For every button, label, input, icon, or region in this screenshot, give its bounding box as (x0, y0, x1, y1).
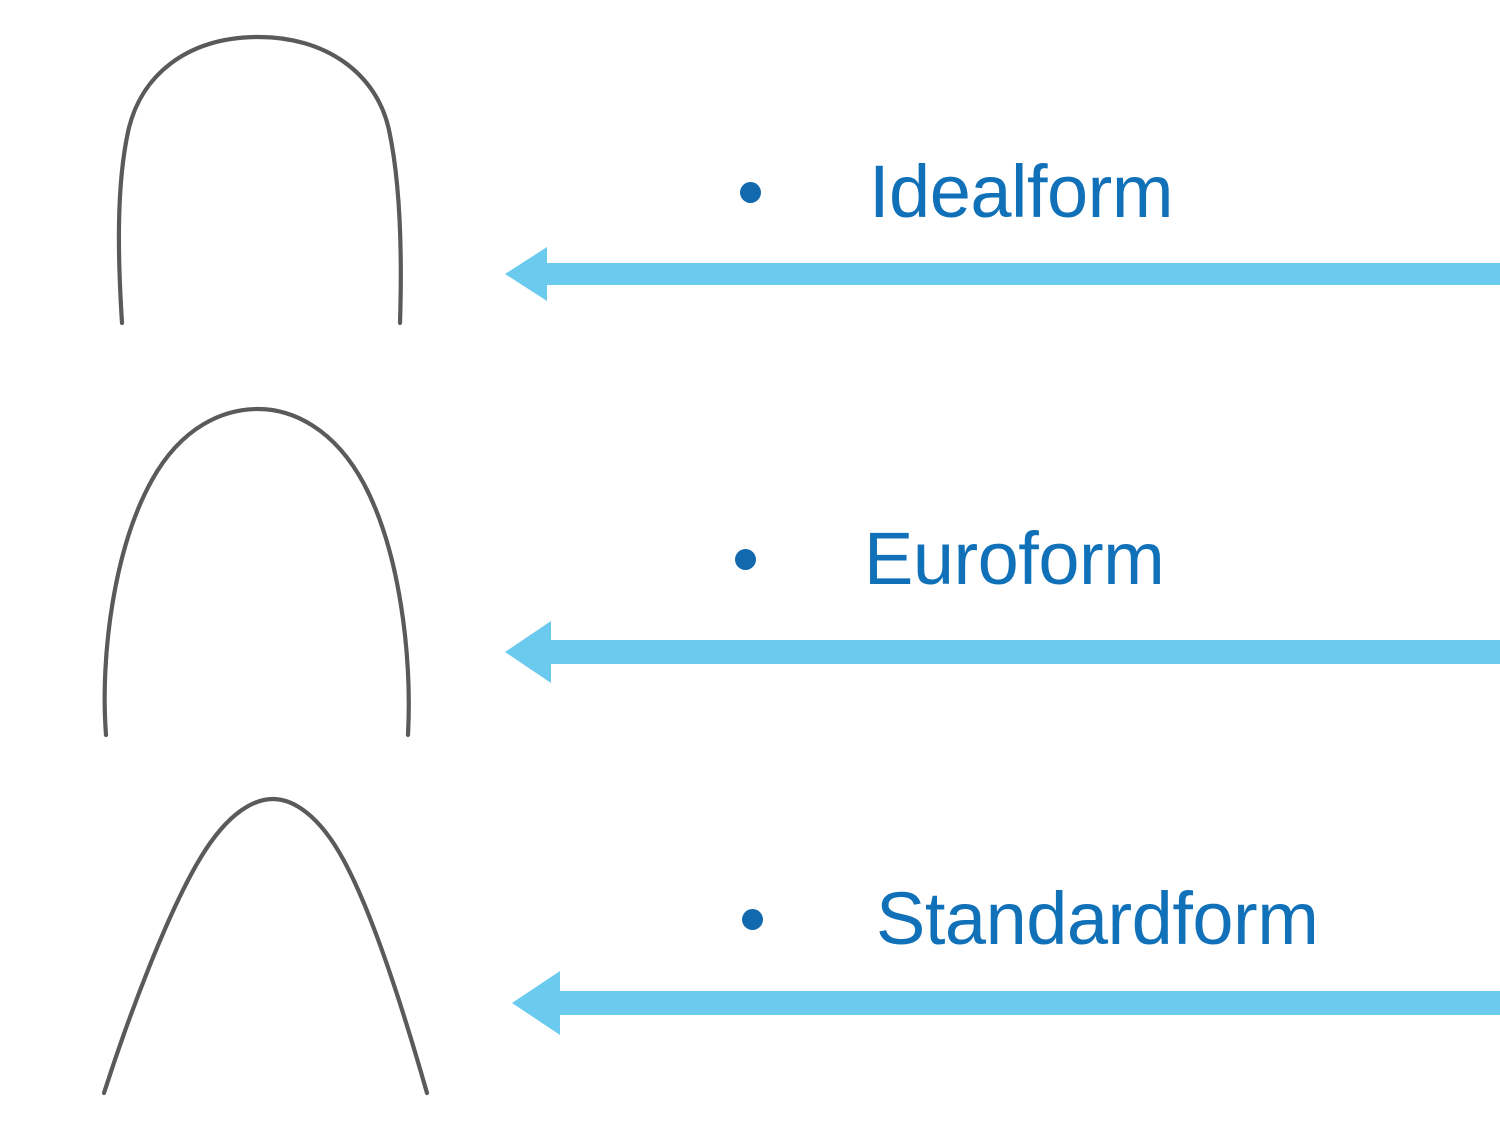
arrow-standardform (512, 971, 1500, 1035)
bullet-icon (740, 181, 761, 203)
idealform-arch-svg (116, 34, 403, 326)
standardform-arch (75, 785, 445, 1105)
bullet-icon (735, 548, 756, 570)
list-item-euroform: Euroform (735, 517, 1165, 600)
arrow-euroform (505, 621, 1500, 683)
list-item-standardform: Standardform (742, 877, 1319, 960)
bullet-icon (742, 908, 763, 930)
label-standardform: Standardform (876, 877, 1319, 960)
standardform-arch-svg (101, 796, 430, 1096)
euroform-arch (78, 398, 428, 743)
label-idealform: Idealform (869, 150, 1173, 233)
arrow-idealform (505, 247, 1500, 301)
list-item-idealform: Idealform (740, 155, 1173, 229)
euroform-arch-svg (102, 406, 411, 738)
label-euroform: Euroform (864, 517, 1165, 600)
idealform-arch (90, 20, 430, 340)
